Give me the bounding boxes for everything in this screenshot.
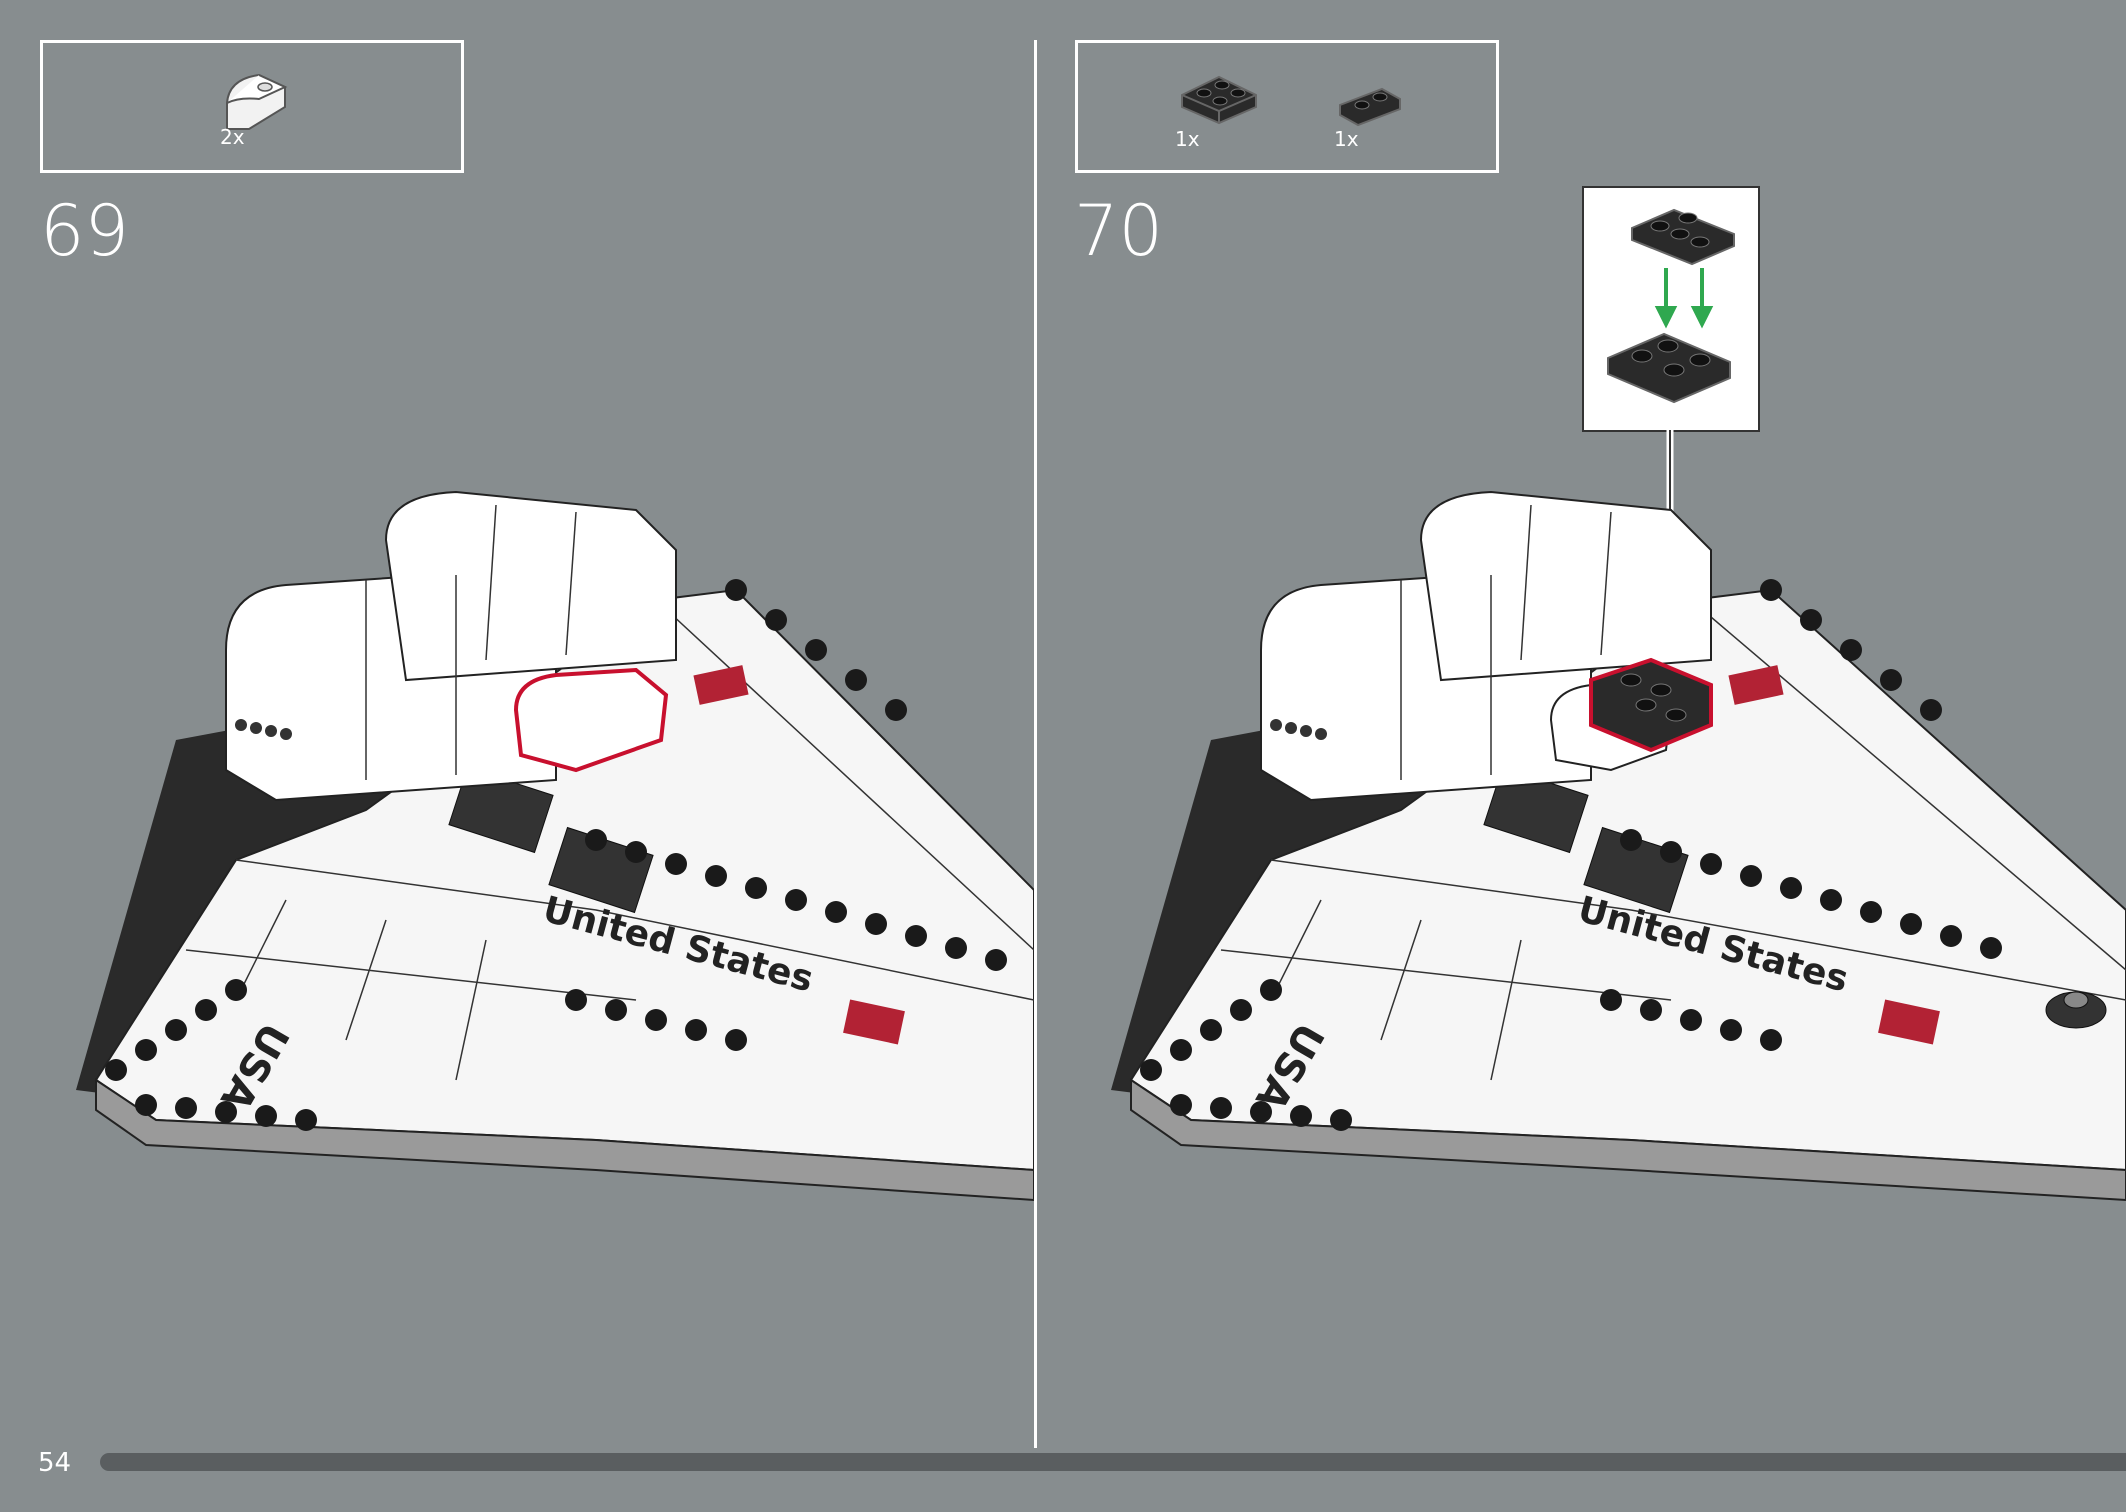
step-70-sub-assembly-callout <box>1582 186 1760 432</box>
step-70-number: 70 <box>1074 190 1164 272</box>
black-plate-1x2-icon <box>1339 87 1401 127</box>
step-69-parts-box: 2x <box>40 40 464 173</box>
step-70-part-1-qty: 1x <box>1175 127 1200 151</box>
step-70-parts-box: 1x 1x <box>1075 40 1499 173</box>
page-progress-bar <box>100 1453 2126 1471</box>
step-69-number: 69 <box>40 190 130 272</box>
step-70-part-2-qty: 1x <box>1334 127 1359 151</box>
step-69-part-qty: 2x <box>220 125 245 149</box>
white-curved-slope-icon <box>226 73 288 130</box>
plate-stack-diagram <box>1607 208 1735 404</box>
black-plate-2x2-icon <box>1181 75 1257 125</box>
step-70-model-illustration: USA United States <box>1111 490 2126 1202</box>
page-divider <box>1034 40 1037 1448</box>
page-number: 54 <box>38 1448 72 1478</box>
step-69-model-illustration: USA United States <box>76 490 1034 1202</box>
